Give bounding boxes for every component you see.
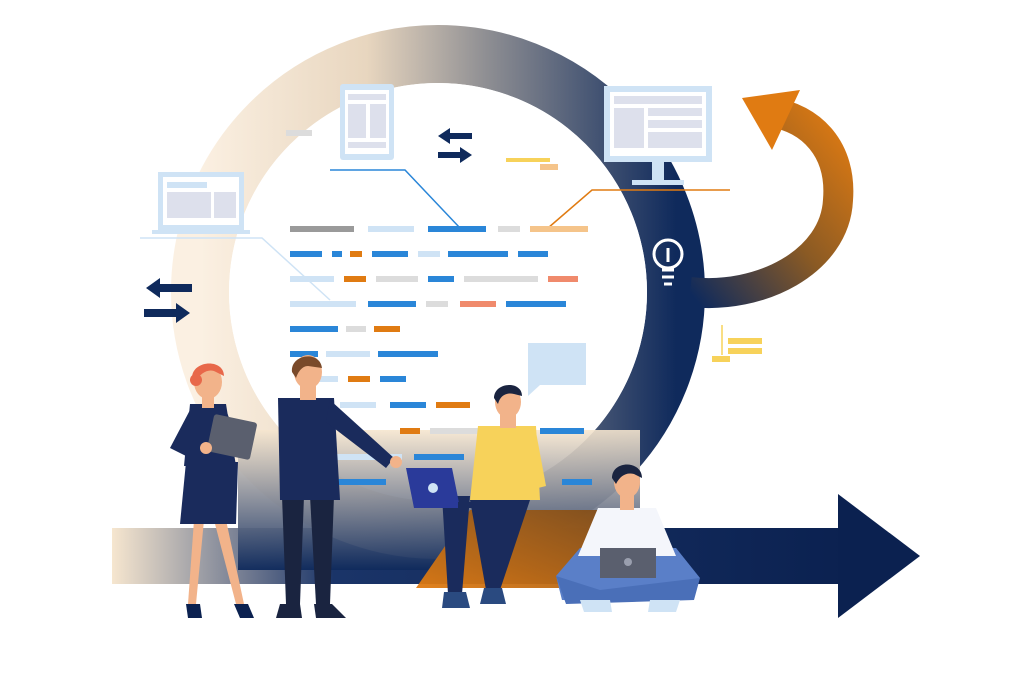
man-pointing bbox=[276, 355, 402, 618]
tablet-icon bbox=[340, 84, 394, 160]
man-sitting-cross-legged bbox=[556, 464, 700, 612]
task-lines bbox=[290, 226, 592, 485]
cycle-arrow-icon bbox=[688, 90, 854, 308]
decorations bbox=[286, 130, 762, 362]
monitor-icon bbox=[604, 86, 712, 185]
laptop-icon bbox=[152, 172, 250, 234]
swap-arrows-icon bbox=[438, 128, 472, 163]
man-with-laptop-sitting bbox=[406, 384, 546, 608]
swap-arrows-icon bbox=[144, 278, 192, 323]
lightbulb-icon bbox=[652, 238, 684, 286]
speech-bubble-icon bbox=[528, 343, 586, 396]
woman-with-tablet bbox=[170, 363, 257, 618]
